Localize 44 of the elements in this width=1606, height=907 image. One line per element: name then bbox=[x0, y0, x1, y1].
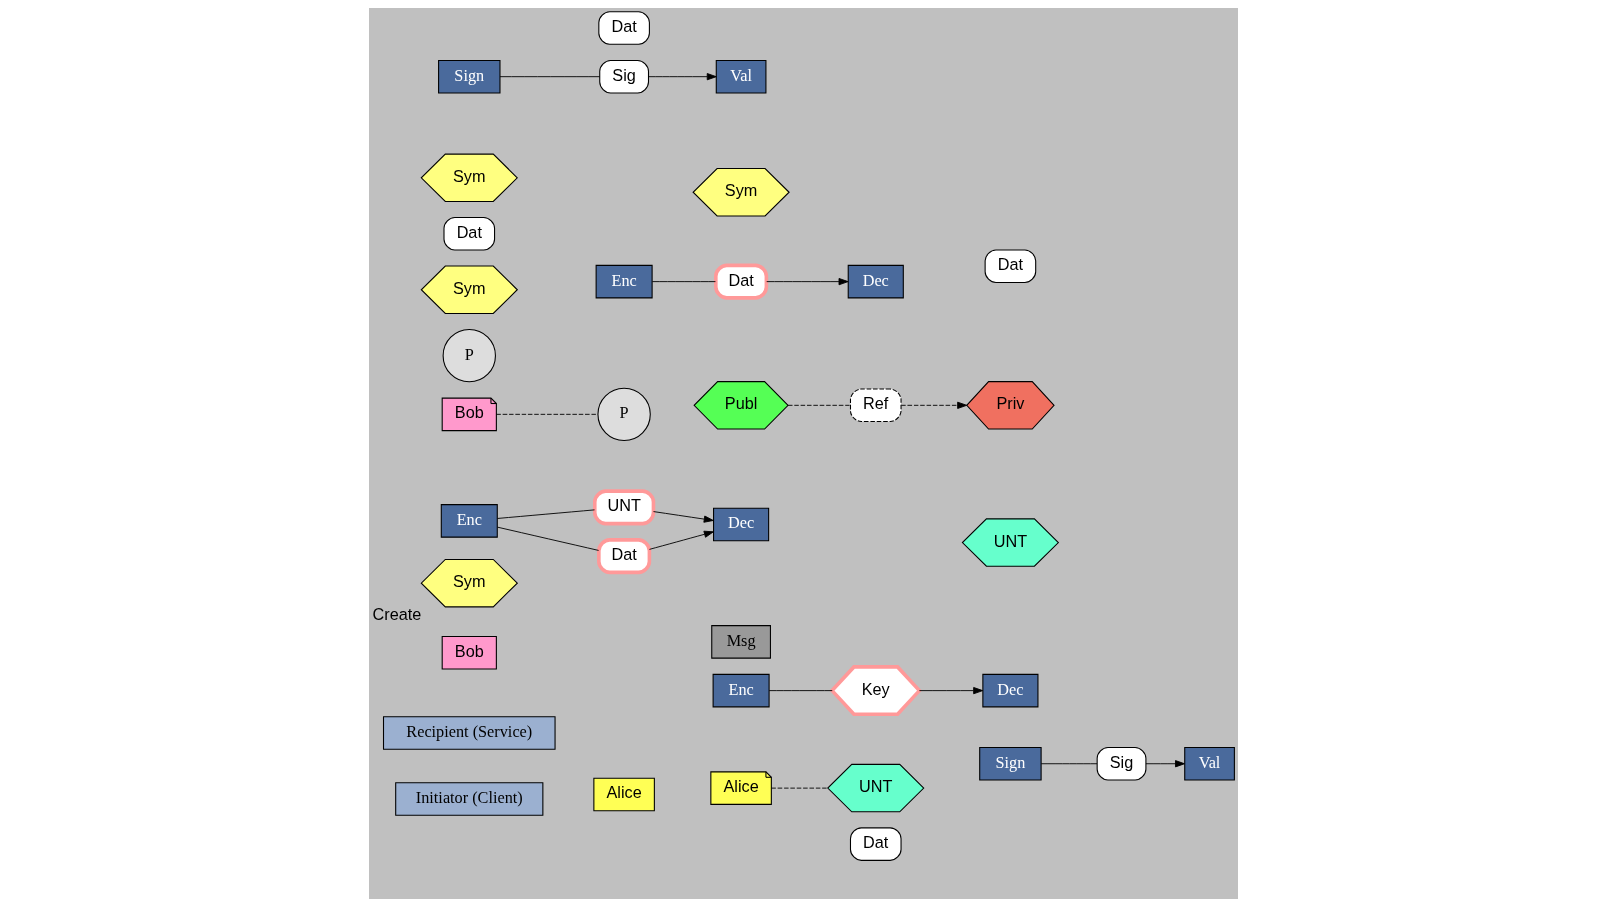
node-box: Enc bbox=[595, 264, 653, 299]
connector bbox=[499, 76, 600, 78]
node-box: Enc bbox=[712, 673, 770, 708]
node-circle: P bbox=[442, 328, 496, 383]
node-box: Val bbox=[1183, 746, 1235, 781]
node-box: Enc bbox=[440, 504, 498, 538]
node-box: Bob bbox=[441, 635, 497, 670]
node-box: Sig bbox=[1096, 746, 1146, 781]
node-circle: P bbox=[596, 387, 651, 442]
connector bbox=[496, 526, 599, 551]
arrow bbox=[648, 530, 714, 550]
arrow bbox=[900, 401, 967, 409]
node-box: Dat bbox=[596, 538, 651, 575]
node-box: Dat bbox=[713, 263, 768, 300]
connector bbox=[770, 787, 828, 789]
node-box: Sig bbox=[598, 59, 649, 94]
connector bbox=[651, 281, 716, 283]
node-box: Alice bbox=[592, 777, 655, 812]
node-box: Sign bbox=[978, 746, 1042, 781]
node-box: Val bbox=[715, 59, 766, 94]
connector bbox=[768, 690, 833, 692]
connector bbox=[1040, 763, 1097, 765]
node-box: Sign bbox=[437, 59, 501, 94]
node-box: Initiator (Client) bbox=[394, 782, 543, 816]
node-label: Create bbox=[372, 604, 421, 623]
node-box: Dat bbox=[442, 217, 495, 251]
connector bbox=[495, 413, 598, 415]
arrow bbox=[1145, 760, 1185, 768]
arrow bbox=[647, 73, 717, 81]
node-box: Dat bbox=[849, 827, 902, 861]
node-box: Dec bbox=[981, 673, 1038, 708]
arrow bbox=[918, 687, 983, 695]
connector bbox=[496, 509, 595, 519]
node-box: Recipient (Service) bbox=[382, 716, 556, 750]
node-box: Ref bbox=[849, 388, 902, 423]
node-box: Msg bbox=[710, 625, 771, 659]
arrow bbox=[765, 278, 848, 286]
arrow bbox=[652, 511, 714, 523]
node-box: Dec bbox=[847, 264, 904, 299]
node-box: Dec bbox=[712, 507, 769, 542]
node-box: Dat bbox=[984, 249, 1036, 284]
connector bbox=[787, 404, 851, 406]
node-box: Dat bbox=[597, 11, 650, 45]
node-box: UNT bbox=[592, 489, 655, 526]
